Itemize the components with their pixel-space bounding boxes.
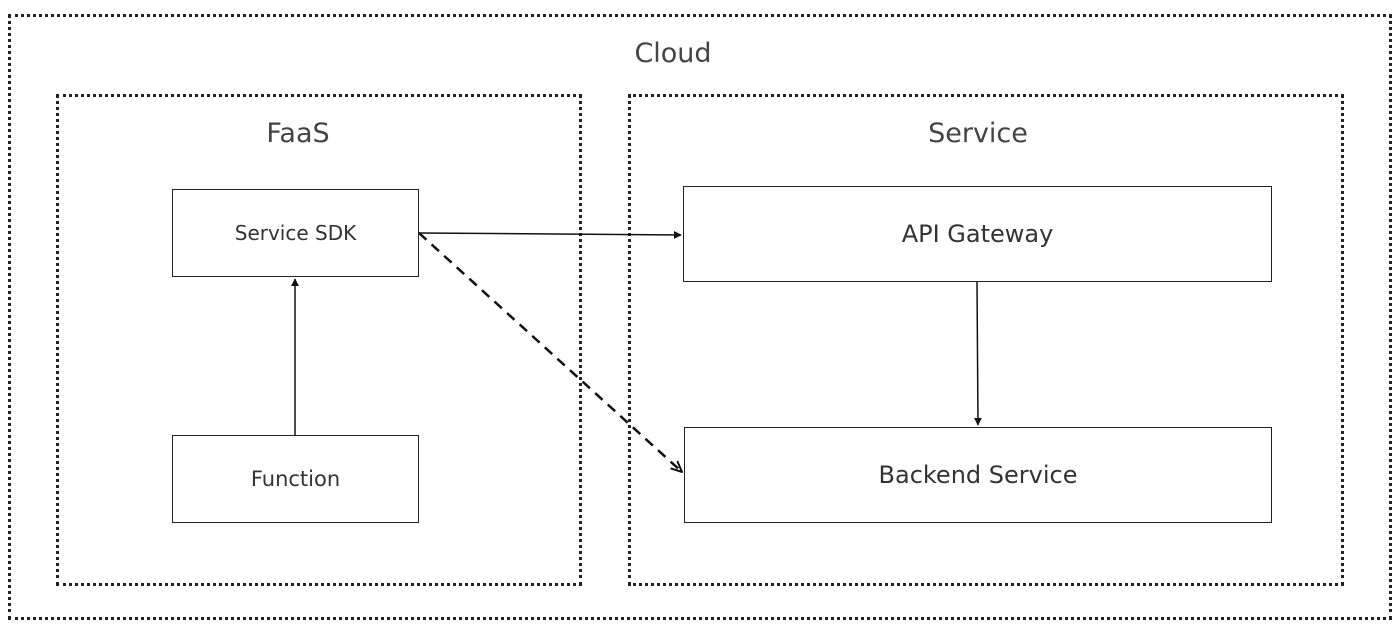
backend-service-label: Backend Service	[878, 461, 1078, 489]
service-sdk-label: Service SDK	[234, 221, 357, 245]
cloud-boundary	[8, 14, 1392, 620]
faas-title: FaaS	[266, 118, 330, 149]
api-gateway-node: API Gateway	[683, 186, 1272, 282]
function-node: Function	[172, 435, 419, 523]
api-gateway-label: API Gateway	[901, 220, 1054, 248]
function-label: Function	[250, 467, 341, 491]
service-sdk-node: Service SDK	[172, 189, 419, 277]
backend-service-node: Backend Service	[684, 427, 1272, 523]
cloud-title: Cloud	[634, 38, 712, 69]
service-title: Service	[928, 118, 1028, 149]
